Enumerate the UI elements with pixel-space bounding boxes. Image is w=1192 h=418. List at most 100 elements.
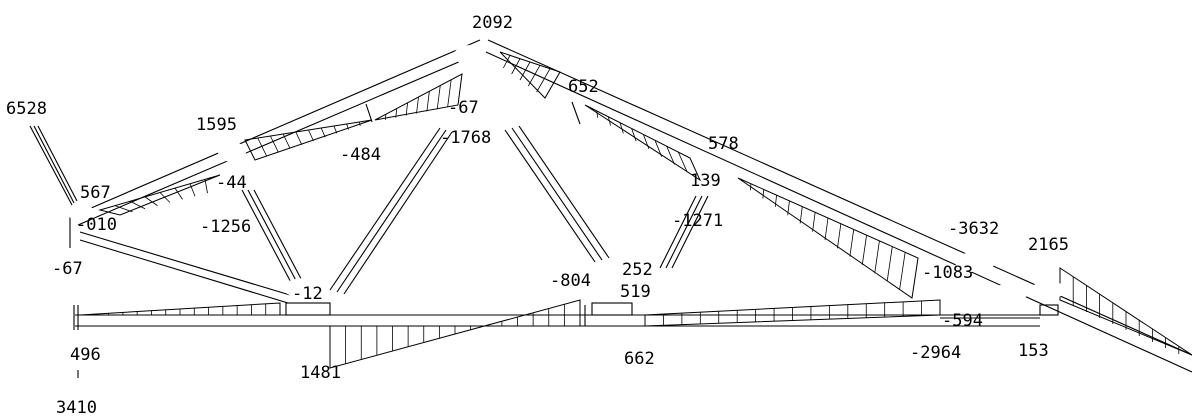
hatch-line	[295, 131, 303, 145]
web-right-c	[671, 195, 709, 269]
hatch-line	[114, 205, 133, 213]
moment-diagrams	[79, 51, 1192, 369]
web-center-left-c	[343, 131, 453, 295]
moment-bottom-right	[644, 299, 941, 327]
hatch-line	[447, 79, 452, 108]
hatch-line	[607, 116, 611, 126]
web-heel-a	[79, 231, 291, 296]
hatch-line	[346, 123, 349, 130]
label-567: 567	[80, 183, 111, 203]
diagram-labels: 2092 652 6528 1595 578 567 -67 -1768 -48…	[6, 13, 1069, 418]
hatch-line	[631, 128, 637, 142]
label-neg-594: -594	[942, 311, 983, 331]
hatch-line	[308, 129, 314, 142]
label-neg-44: -44	[216, 173, 247, 193]
label-neg-67-left: -67	[52, 259, 83, 279]
label-neg-484: -484	[340, 145, 381, 165]
lean-member-b	[33, 125, 75, 204]
web-right-b	[665, 195, 703, 269]
hatch-line	[426, 91, 430, 112]
label-153: 153	[1018, 341, 1049, 361]
web-center-right-c	[518, 125, 610, 259]
top-chord-splice-left	[365, 103, 373, 123]
moment-top-right-long	[737, 177, 919, 299]
moment-top-heel	[98, 174, 221, 216]
label-neg-804: -804	[550, 271, 591, 291]
web-center-left-a	[329, 127, 441, 291]
hatch-line	[824, 217, 829, 241]
web-heel-b	[79, 239, 289, 304]
hatch-line	[384, 114, 387, 120]
web-center-right-a	[504, 129, 596, 263]
truss-members	[29, 39, 1192, 378]
top-chord-left-upper	[74, 39, 481, 216]
label-neg-1768: -1768	[440, 128, 491, 148]
label-neg-1083: -1083	[922, 263, 973, 283]
top-chord-right-lower	[485, 51, 1192, 373]
hatch-line	[174, 187, 183, 200]
label-neg-1256: -1256	[200, 217, 251, 237]
hatch-line	[333, 125, 338, 134]
hatch-line	[159, 192, 171, 203]
top-chord-left-lower	[77, 51, 483, 226]
hatch-line	[762, 189, 765, 199]
hatch-line	[774, 195, 777, 207]
label-652: 652	[568, 77, 599, 97]
hatch-line	[405, 102, 409, 116]
hatch-line	[642, 134, 650, 150]
label-1481: 1481	[300, 363, 341, 383]
web-right-a	[659, 195, 697, 269]
hatch-line	[257, 137, 268, 157]
hatch-line	[519, 61, 531, 81]
hatch-line	[799, 206, 803, 224]
moment-bottom-center	[329, 299, 581, 369]
label-neg-010: -010	[76, 215, 117, 235]
label-252: 252	[622, 260, 653, 280]
label-neg-12: -12	[292, 284, 323, 304]
hatch-line	[129, 200, 146, 210]
label-578: 578	[708, 134, 739, 154]
lean-member-a	[29, 125, 73, 206]
web-left-c	[253, 189, 308, 291]
label-662: 662	[624, 349, 655, 369]
label-1595: 1595	[196, 115, 237, 135]
hatch-line	[395, 108, 398, 118]
hatch-line	[596, 110, 599, 118]
hatch-line	[899, 252, 906, 290]
gusset-center	[591, 302, 633, 316]
hatch-line	[320, 127, 326, 138]
hatch-line	[502, 55, 511, 69]
label-neg-1271: -1271	[672, 211, 723, 231]
label-neg-3632: -3632	[948, 219, 999, 239]
label-3410: 3410	[56, 398, 97, 418]
lean-member-c	[37, 125, 78, 202]
hatch-line	[874, 240, 880, 274]
web-left-b	[247, 189, 302, 291]
label-neg-67-top: -67	[448, 98, 479, 118]
hatch-line	[677, 151, 688, 173]
label-2092: 2092	[472, 13, 513, 33]
label-neg-2964: -2964	[910, 343, 961, 363]
hatch-line	[358, 121, 361, 126]
hatch-line	[416, 96, 419, 114]
hatch-line	[861, 235, 867, 265]
hatch-line	[666, 146, 675, 165]
top-chord-right-upper	[487, 39, 1192, 356]
hatch-line	[436, 85, 441, 110]
web-center-right-b	[511, 127, 603, 261]
moment-top-right-upper	[584, 104, 702, 182]
label-backdrops	[66, 45, 1064, 302]
hatch-line	[619, 122, 624, 134]
label-2165: 2165	[1028, 235, 1069, 255]
label-496: 496	[70, 345, 101, 365]
hatch-line	[527, 65, 541, 87]
hatch-line	[849, 229, 855, 257]
hatch-line	[270, 135, 279, 153]
label-6528: 6528	[6, 99, 47, 119]
hatch-line	[812, 212, 816, 232]
hatching	[93, 55, 1180, 364]
hatch-line	[886, 246, 893, 282]
label-139: 139	[690, 171, 721, 191]
web-left-a	[241, 189, 296, 291]
